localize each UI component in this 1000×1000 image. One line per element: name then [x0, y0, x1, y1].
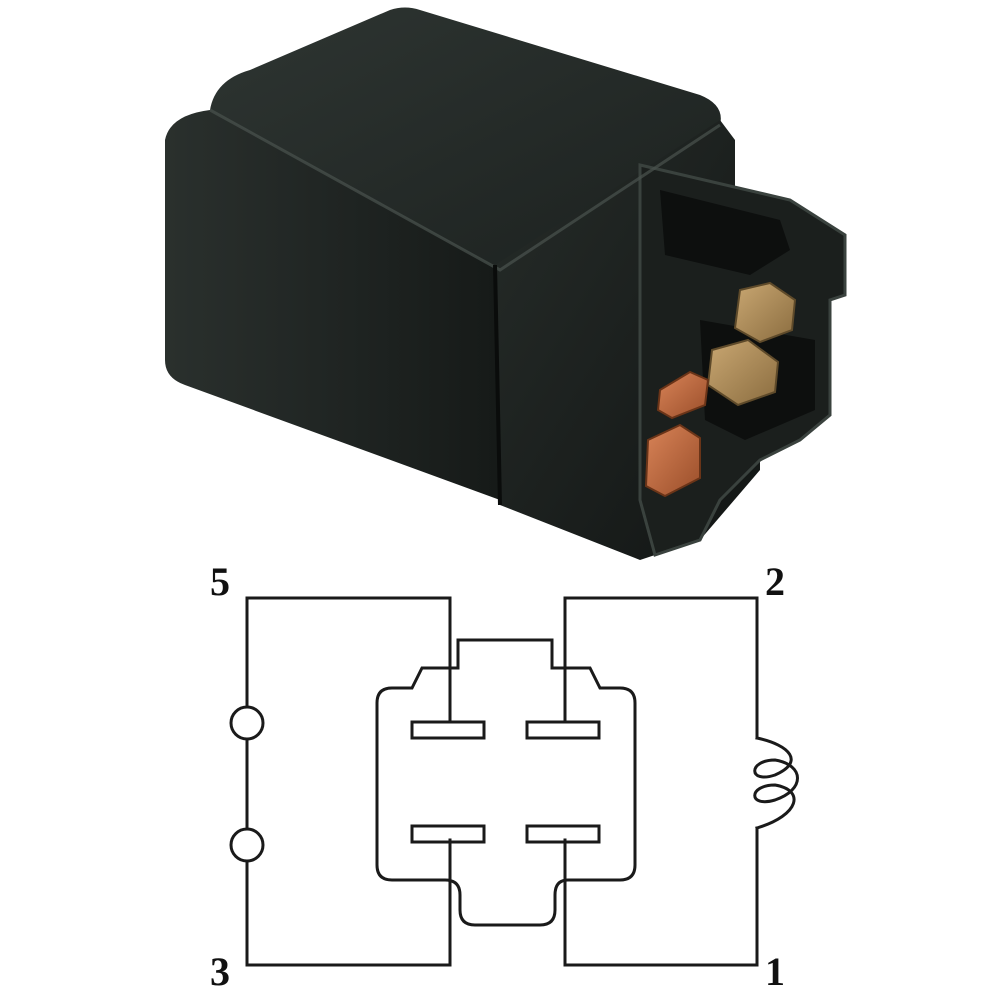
coil-symbol: [753, 736, 799, 830]
wire-right-loop: [563, 596, 759, 967]
connector-recess-upper: [660, 190, 790, 275]
wiring-diagram: [229, 596, 799, 967]
relay-edge-highlight: [209, 108, 721, 272]
contact-plate-upper-right: [525, 720, 601, 740]
relay-front-face: [165, 110, 500, 500]
pin-label-2: 2: [765, 559, 785, 604]
lamp-lower: [229, 827, 265, 863]
relay-photo: [165, 7, 847, 560]
relay-seam: [493, 264, 502, 506]
contact-plate-lower-left: [410, 824, 486, 844]
relay-contact-outline: [375, 638, 637, 927]
pin-label-5: 5: [210, 559, 230, 604]
pin-label-1: 1: [765, 949, 785, 994]
terminal-copper-lower: [644, 423, 701, 498]
contact-plate-upper-left: [410, 720, 486, 740]
lamp-upper: [229, 705, 265, 741]
terminal-copper-upper: [656, 370, 710, 420]
terminal-brass-upper: [733, 281, 797, 344]
contact-plate-lower-right: [525, 824, 601, 844]
wire-left-loop: [245, 596, 452, 967]
pin-label-3: 3: [210, 949, 230, 994]
